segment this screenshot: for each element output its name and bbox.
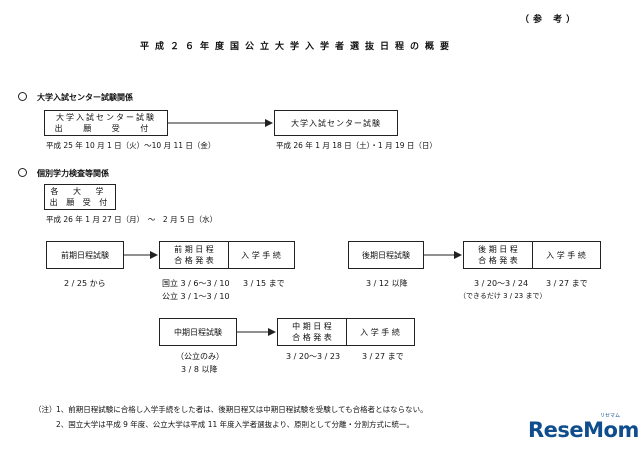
late-procedure-date: 3 / 27 まで [546,279,588,288]
late-procedure-cell: 入 学 手 続 [546,250,586,260]
resemom-logo: ReseMom [528,418,639,442]
late-exam-date: 3 / 12 以降 [366,279,408,288]
university-application-date: 平成 26 年 1 月 27 日（月） ～ 2 月 5 日（水） [46,215,218,224]
mid-exam-box: 中期日程試験 [159,318,237,346]
mid-result-date: 3 / 20～3 / 23 [286,352,341,361]
box-line: 後 期 日 程 [478,245,518,254]
late-result-cell: 後 期 日 程 合 格 発 表 [464,242,532,268]
early-exam-box: 前期日程試験 [46,241,124,269]
section-heading-center-test: 大学入試センター試験関係 [18,92,133,103]
section-heading-individual: 個別学力検査等関係 [18,168,109,179]
early-exam-date: 2 / 25 から [64,279,106,288]
mid-exam-date: 3 / 8 以降 [181,365,218,374]
circle-bullet-icon [18,168,27,177]
early-procedure-cell: 入 学 手 続 [241,250,281,260]
early-procedure-date: 3 / 15 まで [243,279,285,288]
box-line: 合 格 発 表 [292,333,332,342]
box-divider [346,319,347,345]
box-divider [532,242,533,268]
early-result-cell: 前 期 日 程 合 格 発 表 [160,242,228,268]
box-line: 合 格 発 表 [478,256,518,265]
box-line: 大学入試センター試験 [56,113,156,122]
center-test-application-date: 平成 25 年 10 月 1 日（火）～10 月 11 日（金） [46,141,216,150]
box-line: 出 願 受 付 [49,198,111,207]
box-divider [228,242,229,268]
late-result-box: 後 期 日 程 合 格 発 表 入 学 手 続 [463,241,601,269]
late-result-date: 3 / 20～3 / 24 [474,279,529,288]
note-2: 2、国立大学は平成 9 年度、公立大学は平成 11 年度入学者選抜より、原則とし… [56,420,414,429]
box-line: 前 期 日 程 [174,245,214,254]
mid-result-box: 中 期 日 程 合 格 発 表 入 学 手 続 [277,318,415,346]
early-result-box: 前 期 日 程 合 格 発 表 入 学 手 続 [159,241,295,269]
circle-bullet-icon [18,92,27,101]
notes-label: （注） [34,405,57,414]
box-line: 中 期 日 程 [292,322,332,331]
early-result-date-national: 国立 3 / 6～3 / 10 [162,279,230,288]
resemom-logo-sub: リセマム [600,413,621,419]
box-line: 出 願 受 付 [54,124,158,133]
early-result-date-public: 公立 3 / 1～3 / 10 [162,292,230,301]
mid-exam-note: （公立のみ） [176,352,224,361]
section-heading-text: 大学入試センター試験関係 [37,93,133,102]
box-line: 各 大 学 [50,187,110,196]
center-test-application-box: 大学入試センター試験 出 願 受 付 [44,110,168,136]
center-test-date: 平成 26 年 1 月 18 日（土）・1 月 19 日（日） [276,141,437,150]
box-line: 合 格 発 表 [174,256,214,265]
mid-procedure-cell: 入 学 手 続 [360,327,400,337]
section-heading-text: 個別学力検査等関係 [37,169,109,178]
mid-procedure-date: 3 / 27 まで [362,352,404,361]
reference-label: （参 考） [520,15,580,25]
late-exam-box: 後期日程試験 [348,241,424,269]
mid-result-cell: 中 期 日 程 合 格 発 表 [278,319,346,345]
center-test-box: 大学入試センター試験 [274,110,398,136]
university-application-box: 各 大 学 出 願 受 付 [44,184,116,210]
late-result-note: （できるだけ 3 / 23 まで） [459,292,547,300]
note-1: 1、前期日程試験に合格し入学手続をした者は、後期日程又は中期日程試験を受験しても… [56,405,428,414]
page-title: 平成２６年度国公立大学入学者選抜日程の概要 [140,42,456,52]
